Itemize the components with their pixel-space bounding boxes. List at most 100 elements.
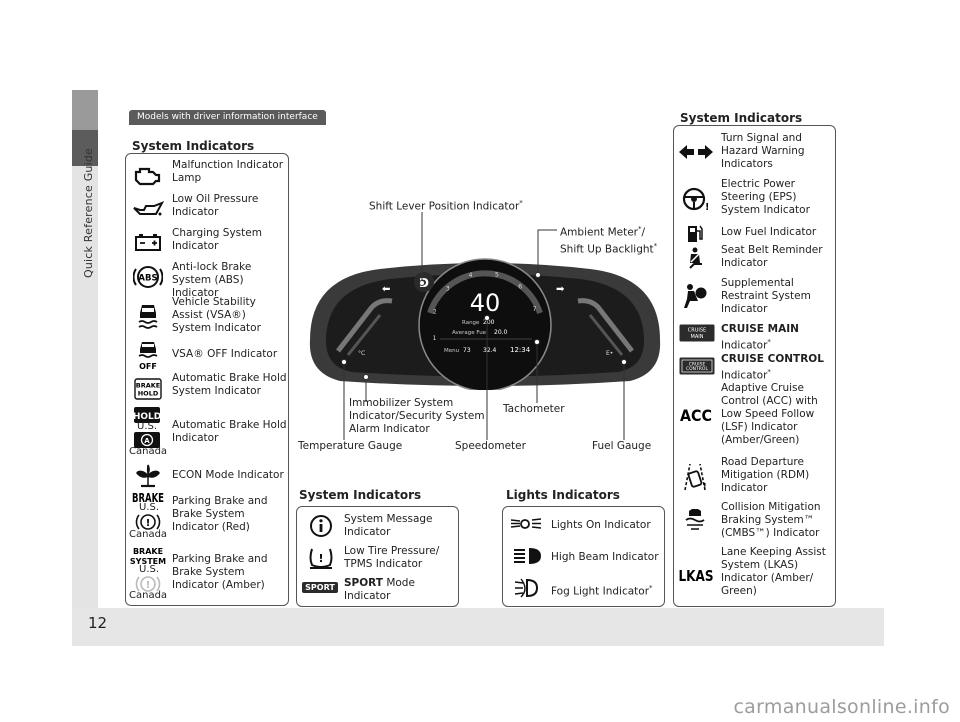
middle-heading: System Indicators [299,488,422,502]
right-label-turn-signal: Turn Signal and Hazard Warning Indicator… [721,132,805,170]
fuel-pump-icon [680,223,710,245]
svg-text:!: ! [705,202,708,213]
instrument-cluster: D 40 Range 200 Average Fuel 20.0 Menu 73… [309,258,661,390]
econ-icon [130,462,166,490]
vsa-icon [130,302,166,330]
us-label-3: U.S. [139,564,160,575]
lkas-icon: LKAS [676,562,716,588]
callout-shift-lever: Shift Lever Position Indicator* [369,199,523,213]
right-label-lkas: Lane Keeping Assist System (LKAS) Indica… [721,546,826,597]
svg-text:OFF: OFF [139,362,157,371]
left-label-abs: Anti-lock Brake System (ABS) Indicator [172,261,252,299]
callout-fuel-gauge: Fuel Gauge [592,440,652,452]
left-label-brake-hold: Automatic Brake Hold Indicator [172,419,287,444]
vsa-off-icon: OFF [130,341,166,371]
right-label-acc: Adaptive Cruise Control (ACC) with Low S… [721,382,818,446]
avg-fuel-label: Average Fuel [452,330,488,336]
left-label-brake-hold-system: Automatic Brake Hold System Indicator [172,372,287,397]
odo-readout: 32.4 [483,347,497,354]
svg-text:BRAKE: BRAKE [133,547,163,556]
tach-tick-label: 6 [518,284,522,291]
callout-speedometer: Speedometer [455,440,526,452]
svg-text:SYSTEM: SYSTEM [130,557,166,566]
seatbelt-icon [680,246,710,272]
temp-readout: 73 [463,347,471,354]
callout-tachometer: Tachometer [503,403,565,415]
right-label-seatbelt: Seat Belt Reminder Indicator [721,244,823,269]
tach-tick-label: 4 [469,272,473,279]
right-label-low-fuel: Low Fuel Indicator [721,226,817,238]
battery-icon [130,228,166,256]
middle-label-sport: SPORT Mode Indicator [344,577,415,602]
section-title: Quick Reference Guide [82,148,95,278]
left-label-vsa: Vehicle Stability Assist (VSA®) System I… [172,296,261,334]
page-number: 12 [88,614,108,632]
left-label-oil: Low Oil Pressure Indicator [172,193,259,218]
tach-tick-label: 3 [446,286,450,293]
oil-can-icon [130,195,166,223]
svg-text:HOLD: HOLD [138,390,159,398]
svg-text:➡: ➡ [556,284,565,295]
callout-ambient-meter: Ambient Meter*/Shift Up Backlight* [560,225,658,255]
svg-text:°C: °C [358,350,365,357]
right-label-rdm: Road Departure Mitigation (RDM) Indicato… [721,456,810,494]
lights-label-fog: Fog Light Indicator* [551,584,653,598]
lights-label-on: Lights On Indicator [551,519,651,531]
canada-label-2: Canada [129,529,168,540]
gear-indicator: D [419,276,429,290]
avg-fuel-value: 20.0 [494,329,508,336]
srs-icon [678,282,712,312]
lights-on-icon [508,513,544,535]
left-label-econ: ECON Mode Indicator [172,469,284,481]
canada-label-3: Canada [129,590,168,601]
svg-text:LKAS: LKAS [679,567,714,584]
brake-red-canada-icon: ! [133,512,163,532]
left-heading: System Indicators [132,139,255,153]
sport-icon: SPORT [302,579,338,595]
svg-text:BRAKE: BRAKE [136,382,160,390]
fog-light-icon [512,577,542,599]
svg-text:ABS: ABS [138,274,157,284]
right-heading: System Indicators [680,111,803,125]
right-label-cmbs: Collision Mitigation Braking System™ (CM… [721,501,821,539]
svg-text:!: ! [318,552,323,565]
acc-icon: ACC [676,402,716,428]
model-tag: Models with driver information interface [129,110,326,125]
left-label-mil: Malfunction Indicator Lamp [172,159,284,184]
svg-text:HOLD: HOLD [134,412,160,422]
engine-icon [130,160,166,190]
svg-text:CONTROL: CONTROL [686,366,708,372]
svg-text:E•: E• [606,350,613,357]
svg-text:CRUISE: CRUISE [689,361,706,367]
speed-readout: 40 [470,289,501,317]
lights-label-high-beam: High Beam Indicator [551,551,659,563]
svg-text:MAIN: MAIN [691,334,704,340]
svg-text:ACC: ACC [680,406,712,424]
canada-label: Canada [129,446,168,457]
brake-amber-canada-icon: ! [133,574,163,594]
svg-text:!: ! [146,518,151,529]
middle-label-tpms: Low Tire Pressure/ TPMS Indicator [344,545,440,570]
eps-icon: ! [676,184,712,214]
tach-tick-label: 1 [433,335,437,342]
svg-text:CRUISE: CRUISE [688,328,706,334]
svg-text:!: ! [146,580,151,591]
right-label-eps: Electric Power Steering (EPS) System Ind… [721,178,810,216]
svg-text:A: A [144,437,150,445]
info-icon [308,513,334,539]
rdm-icon: ! [680,461,710,493]
us-label-2: U.S. [139,502,160,513]
middle-label-system-message: System Message Indicator [344,513,433,538]
cmbs-icon [680,505,710,533]
section-sidebar [72,90,98,610]
tach-tick-label: 7 [533,306,537,313]
tach-tick-label: 2 [433,309,437,316]
callout-temperature-gauge: Temperature Gauge [298,440,403,452]
menu-label: Menu [444,348,459,354]
